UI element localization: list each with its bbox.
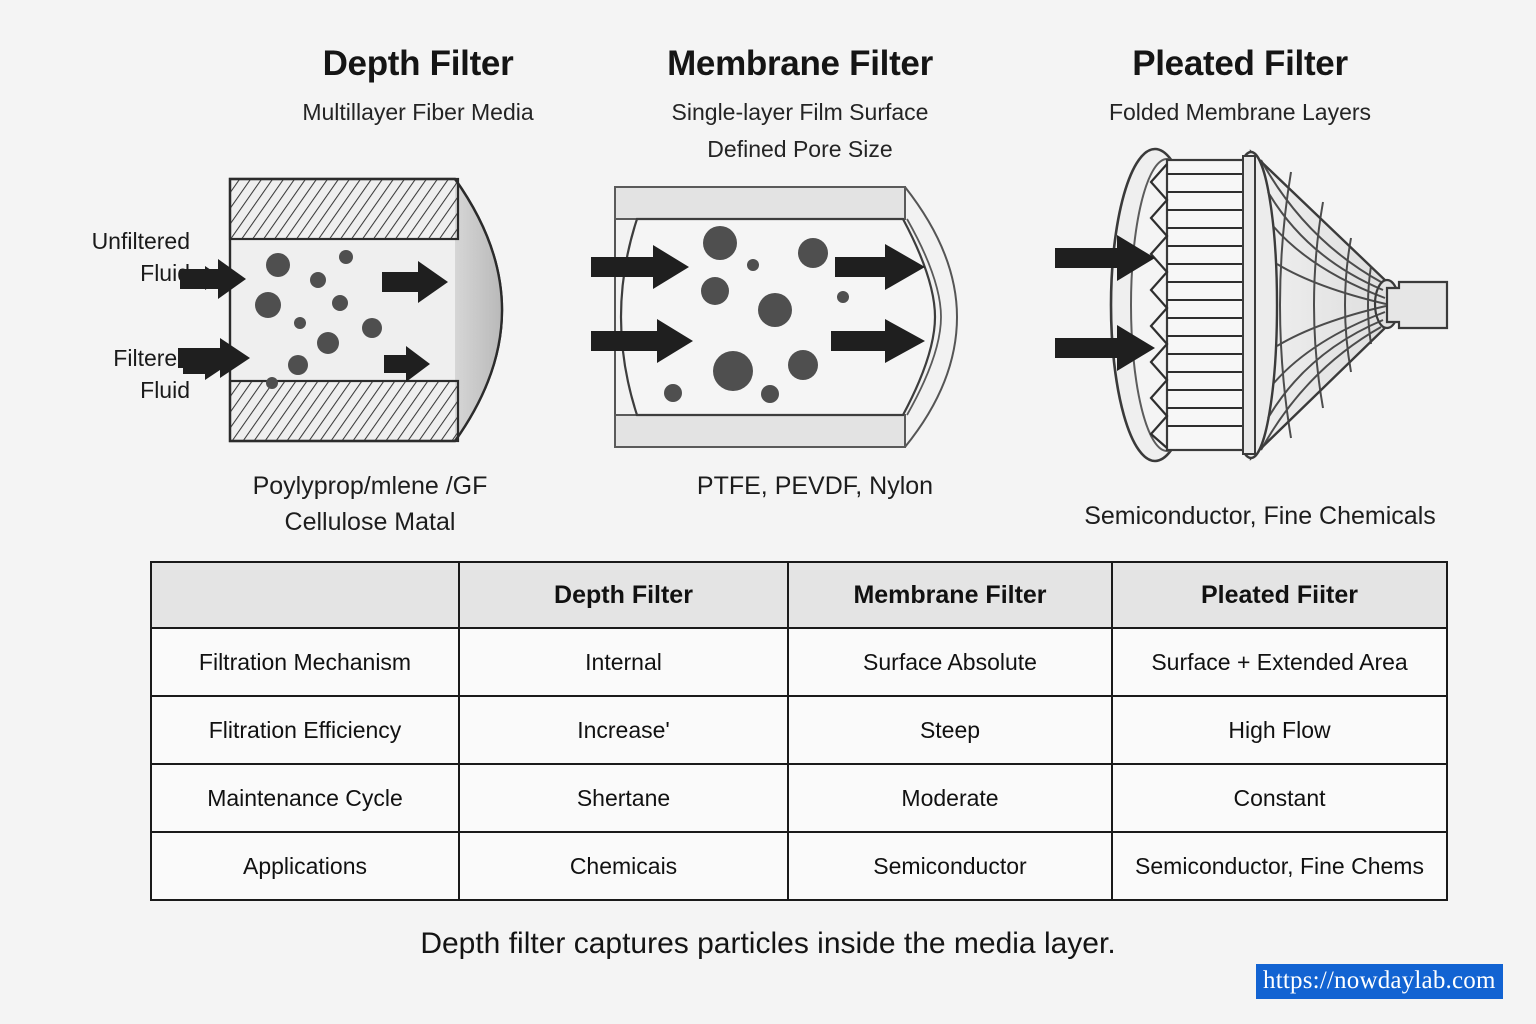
cell-depth: Increase'	[458, 695, 789, 765]
cell-depth: Chemicais	[458, 831, 789, 901]
label-filtered-fluid: Filtered Fluid	[20, 343, 190, 406]
row-label: Flitration Efficiency	[150, 695, 460, 765]
footer-caption: Depth filter captures particles inside t…	[420, 927, 1116, 960]
depth-filter-illustration	[178, 177, 504, 443]
membrane-filter-wall-top	[614, 186, 906, 220]
table-header-pleated: Pleated Fiiter	[1111, 561, 1448, 629]
pleated-filter-mesh-lattice	[1260, 159, 1387, 451]
membrane-filter-inner-liner	[906, 218, 942, 416]
row-label: Maintenance Cycle	[150, 763, 460, 833]
cell-pleated: Surface + Extended Area	[1111, 627, 1448, 697]
depth-filter-end-cap	[454, 178, 504, 442]
column-heading-pleated: Pleated Filter Folded Membrane Layers	[1025, 44, 1455, 129]
row-label: Applications	[150, 831, 460, 901]
column-title-membrane: Membrane Filter	[667, 44, 933, 83]
figure-caption-depth: Poylyprop/mlene /GF Cellulose Matal	[135, 468, 605, 541]
table-header-depth: Depth Filter	[458, 561, 789, 629]
column-title-pleated: Pleated Filter	[1132, 44, 1348, 83]
cell-membrane: Semiconductor	[787, 831, 1113, 901]
row-label: Filtration Mechanism	[150, 627, 460, 697]
cell-pleated: High Flow	[1111, 695, 1448, 765]
depth-filter-particles	[255, 250, 382, 389]
pleated-filter-pleat-lines	[1167, 173, 1251, 427]
cell-membrane: Steep	[787, 695, 1113, 765]
pleated-filter-pleat-edge	[1149, 163, 1169, 449]
cell-membrane: Surface Absolute	[787, 627, 1113, 697]
figure-caption-membrane-line1: PTFE, PEVDF, Nylon	[696, 472, 934, 500]
cell-membrane: Moderate	[787, 763, 1113, 833]
membrane-filter-flow-arrows	[591, 244, 925, 363]
column-title-depth: Depth Filter	[322, 44, 514, 83]
figure-caption-pleated-line1: Semiconductor, Fine Chemicals	[1084, 502, 1436, 530]
watermark-url: https://nowdaylab.com	[1256, 964, 1503, 999]
pleated-filter-illustration	[1055, 147, 1449, 463]
membrane-filter-wall-bottom	[614, 414, 906, 448]
table-header-membrane: Membrane Filter	[787, 561, 1113, 629]
table-row: Maintenance Cycle Shertane Moderate Cons…	[150, 763, 1448, 833]
table-row: Applications Chemicais Semiconductor Sem…	[150, 831, 1448, 901]
column-subtitle-depth: Multillayer Fiber Media	[302, 99, 534, 125]
figure-caption-membrane: PTFE, PEVDF, Nylon	[600, 468, 1030, 504]
cell-depth: Shertane	[458, 763, 789, 833]
membrane-filter-particles	[664, 226, 849, 403]
figure-caption-depth-line1: Poylyprop/mlene /GF	[252, 472, 488, 500]
table-header-blank	[150, 561, 460, 629]
figure-caption-depth-line2: Cellulose Matal	[284, 508, 456, 537]
cell-pleated: Semiconductor, Fine Chems	[1111, 831, 1448, 901]
column-heading-depth: Depth Filter Multillayer Fiber Media	[118, 44, 718, 129]
figure-caption-pleated: Semiconductor, Fine Chemicals	[1030, 498, 1490, 534]
depth-filter-media-bottom	[228, 379, 460, 443]
table-header-row: Depth Filter Membrane Filter Pleated Fii…	[150, 561, 1448, 629]
column-heading-membrane: Membrane Filter Single-layer Film Surfac…	[565, 44, 1035, 165]
depth-filter-media-top	[228, 177, 460, 241]
pleated-filter-flow-arrows	[1055, 235, 1155, 371]
depth-filter-flow-arrows	[178, 259, 448, 382]
cell-pleated: Constant	[1111, 763, 1448, 833]
table-row: Flitration Efficiency Increase' Steep Hi…	[150, 695, 1448, 765]
pleated-filter-spine	[1242, 155, 1256, 455]
column-subtitle-membrane-line2: Defined Pore Size	[707, 135, 893, 162]
column-subtitle-membrane-line1: Single-layer Film Surface	[671, 99, 929, 125]
table-row: Filtration Mechanism Internal Surface Ab…	[150, 627, 1448, 697]
pleated-filter-outlet-nozzle	[1385, 280, 1449, 330]
label-filtered-fluid-line1: Filtered	[113, 345, 190, 371]
membrane-filter-illustration	[591, 186, 959, 448]
cell-depth: Internal	[458, 627, 789, 697]
comparison-table: Depth Filter Membrane Filter Pleated Fii…	[150, 561, 1448, 901]
column-subtitle-pleated: Folded Membrane Layers	[1108, 99, 1372, 125]
label-filtered-fluid-line2: Fluid	[140, 376, 190, 403]
pleated-filter-pleat-pack	[1165, 158, 1253, 452]
label-unfiltered-fluid-line1: Unfiltered	[91, 228, 190, 254]
